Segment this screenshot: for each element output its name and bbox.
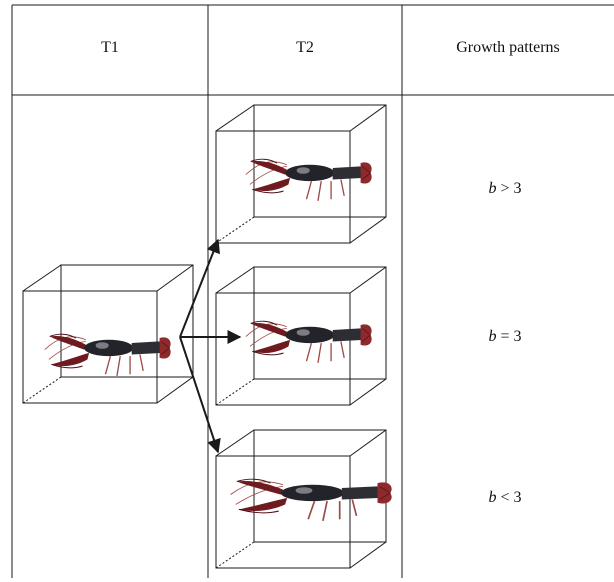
t2-box-b-equal (215, 266, 387, 406)
pattern-operator: > (500, 180, 510, 197)
arrow-icon (179, 238, 220, 338)
pattern-variable: b (488, 328, 497, 345)
t1-box (22, 264, 194, 404)
header-t2: T2 (296, 38, 314, 56)
pattern-operator: < (500, 489, 510, 506)
table-grid (11, 4, 614, 578)
pattern-operator: = (500, 328, 510, 345)
t2-box-b-greater (215, 104, 387, 244)
growth-pattern-row: b > 3 (410, 180, 600, 198)
header-t1: T1 (101, 38, 119, 56)
header-growth-patterns: Growth patterns (456, 38, 560, 56)
pattern-variable: b (488, 489, 497, 506)
arrow-icon (179, 336, 221, 454)
pattern-value: 3 (513, 489, 522, 506)
growth-pattern-row: b < 3 (410, 489, 600, 507)
growth-pattern-row: b = 3 (410, 328, 600, 346)
pattern-value: 3 (513, 180, 522, 197)
pattern-variable: b (488, 180, 497, 197)
pattern-value: 3 (513, 328, 522, 345)
arrows (179, 238, 242, 454)
t2-box-b-less (215, 429, 393, 569)
